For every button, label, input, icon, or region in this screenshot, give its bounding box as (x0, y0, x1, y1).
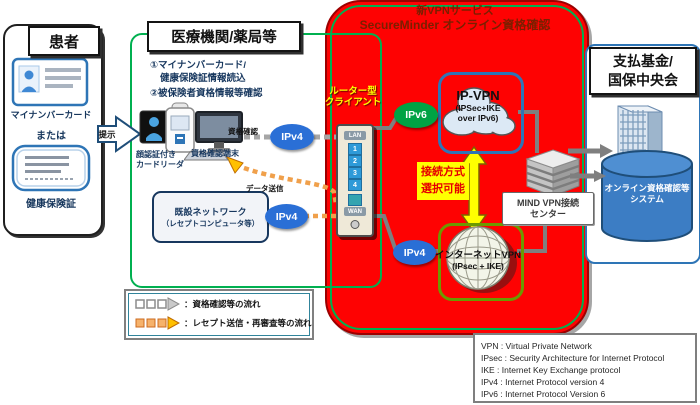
globe-icon (440, 225, 520, 295)
router-port-1: 1 (348, 143, 362, 155)
service-title-line1: 新VPNサービス (416, 5, 494, 17)
mind-center-label: MIND VPN接続 センター (502, 192, 594, 225)
service-title-line2: SecureMinder オンライン資格確認 (359, 18, 551, 32)
system-label: オンライン資格確認等 システム (601, 183, 693, 204)
glossary-line-vpn: VPN : Virtual Private Network (481, 341, 592, 351)
payer-title-line2: 国保中央会 (608, 72, 678, 88)
router-power-light (350, 220, 360, 229)
legend-row-qualification: ：資格確認等の流れ (134, 297, 261, 311)
glossary-line-ipv4: IPv4 : Internet Protocol version 4 (481, 377, 605, 387)
present-arrow-label: 提示 (99, 130, 117, 140)
insurance-card-label: 健康保険証 (26, 199, 76, 210)
existing-network-line1: 既設ネットワーク (174, 207, 247, 217)
router-label-line1: ルーター型 (329, 86, 377, 97)
mynumber-card-label: マイナンバーカード (10, 110, 92, 120)
router-client: LAN 1 2 3 4 WAN (336, 124, 374, 237)
system-cylinder (599, 150, 695, 245)
internet-vpn-sub: (IPsec + IKE) (452, 261, 504, 271)
internet-vpn-text: インターネットVPN (IPsec + IKE) (428, 247, 528, 271)
payer-title-line1: 支払基金/ (613, 53, 673, 69)
step-line3: ②被保険者資格情報等確認 (150, 88, 263, 99)
glossary-line-ipv6: IPv6 : Internet Protocol Version 6 (481, 389, 606, 399)
terminal-label: 資格確認端末 (191, 149, 239, 158)
patient-title: 患者 (28, 26, 100, 56)
card-reader-label: 顔認証付き カードリーダ (136, 150, 188, 169)
mind-center-building-icon (524, 148, 582, 198)
mynumber-card-icon (11, 57, 89, 107)
step-line1: ①マイナンバーカード/ (150, 60, 246, 71)
system-label-line1: オンライン資格確認等 (604, 183, 690, 193)
legend-text-qualification: ：資格確認等の流れ (184, 299, 261, 309)
service-title: 新VPNサービス SecureMinder オンライン資格確認 (327, 5, 583, 32)
choice-note-line2: 選択可能 (421, 183, 465, 195)
system-label-line2: システム (630, 193, 664, 204)
ip-vpn-title: IP-VPN (456, 88, 500, 103)
glossary-box: VPN : Virtual Private Network IPsec : Se… (473, 333, 697, 403)
router-wan-port (348, 194, 362, 206)
qualification-flow-label: 資格確認 (228, 127, 258, 136)
or-text: または (36, 131, 66, 142)
cloud-icon (436, 80, 520, 146)
ip-vpn-sub2: over IPv6) (457, 113, 499, 123)
ip-vpn-text: IP-VPN (IPSec+IKE over IPv6) (438, 88, 518, 123)
payer-title: 支払基金/ 国保中央会 (589, 47, 697, 95)
glossary-line-ipsec: IPsec : Security Architecture for Intern… (481, 353, 665, 363)
medical-title: 医療機関/薬局等 (147, 21, 301, 52)
router-port-4: 4 (348, 179, 362, 191)
router-port-2: 2 (348, 155, 362, 167)
router-port-3: 3 (348, 167, 362, 179)
card-reader-label-line1: 顔認証付き (136, 150, 176, 159)
existing-network-line2: （レセプトコンピュータ等） (161, 219, 260, 228)
insurance-card-icon (11, 144, 91, 192)
steps-text: ①マイナンバーカード/ 健康保険証情報読込 ②被保険者資格情報等確認 (150, 60, 322, 101)
existing-network-box: 既設ネットワーク （レセプトコンピュータ等） (152, 191, 269, 243)
connection-choice-note: 接続方式 選択可能 (417, 162, 469, 200)
ipv4-badge-receipt: IPv4 (265, 204, 308, 229)
legend-inner-border (128, 293, 310, 336)
router-client-label: ルーター型 クライアント (322, 86, 384, 108)
orange-dash-sample (135, 316, 180, 330)
legend-text-receipt: ：レセプト送信・再審査等の流れ (184, 318, 312, 328)
data-flow-label: データ送信 (246, 184, 284, 193)
ipv4-badge-qualification: IPv4 (270, 124, 314, 150)
card-reader-icon (164, 102, 198, 154)
mind-center-label-line2: センター (529, 208, 566, 219)
face-auth-icon (139, 110, 169, 144)
ip-vpn-sub1: (IPSec+IKE (455, 103, 501, 113)
step-line2: 健康保険証情報読込 (160, 72, 246, 84)
choice-note-line1: 接続方式 (421, 166, 465, 178)
glossary-line-ike: IKE : Internet Key Exchange protocol (481, 365, 621, 375)
router-label-line2: クライアント (324, 97, 382, 108)
legend-box: ：資格確認等の流れ ：レセプト送信・再審査等の流れ (124, 289, 314, 340)
router-lan-badge: LAN (344, 131, 366, 140)
legend-row-receipt: ：レセプト送信・再審査等の流れ (134, 316, 312, 330)
terminal-icon (184, 108, 246, 162)
mind-center-label-line1: MIND VPN接続 (516, 197, 579, 208)
ipv6-badge: IPv6 (394, 102, 438, 128)
router-wan-badge: WAN (344, 207, 366, 216)
gray-dash-sample (135, 297, 180, 311)
internet-vpn-title: インターネットVPN (434, 250, 522, 261)
card-reader-label-line2: カードリーダ (136, 159, 184, 169)
payer-building-icon (612, 94, 672, 160)
present-arrow: 提示 (96, 112, 144, 156)
